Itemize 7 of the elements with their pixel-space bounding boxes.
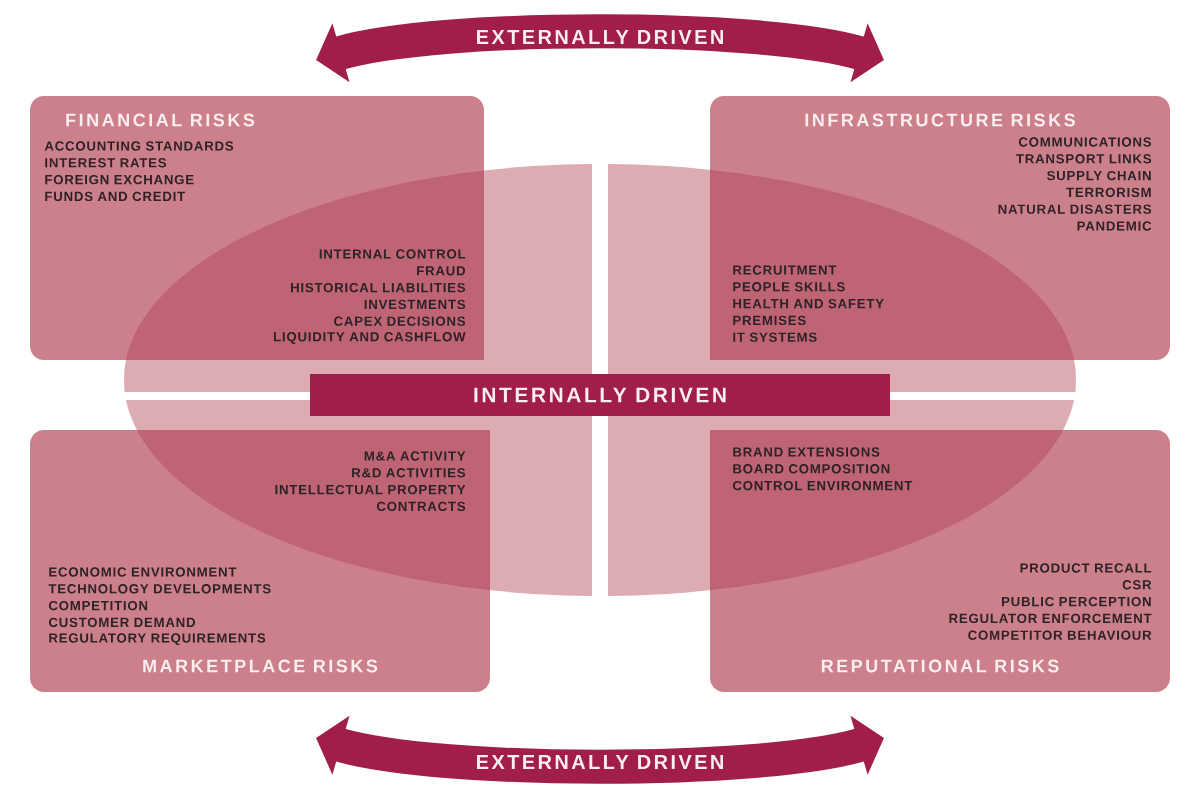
- box-heading: INFRASTRUCTURE RISKS: [805, 113, 1075, 127]
- box-heading: FINANCIAL RISKS: [66, 113, 255, 127]
- arrow-label: EXTERNALLY DRIVEN: [477, 755, 723, 769]
- box-heading: REPUTATIONAL RISKS: [821, 659, 1059, 673]
- box-heading: MARKETPLACE RISKS: [143, 659, 378, 673]
- band: INTERNALLY DRIVEN: [310, 374, 890, 416]
- arrow-label: EXTERNALLY DRIVEN: [477, 30, 723, 44]
